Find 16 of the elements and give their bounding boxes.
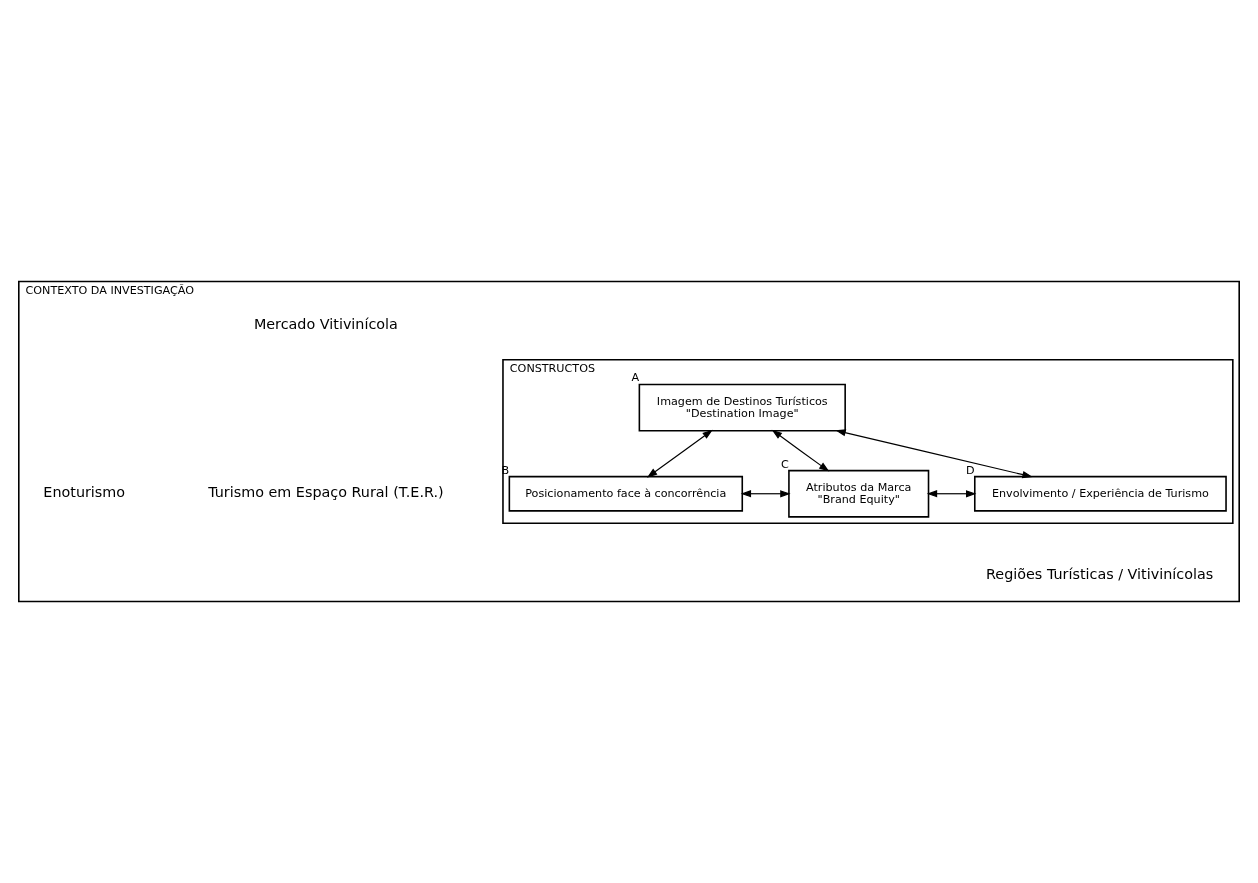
node-box: Posicionamento face à concorrência [508, 475, 744, 512]
arrow [835, 429, 1033, 479]
label: Turismo em Espaço Rural (T.E.R.) [208, 484, 444, 501]
node-box: Imagem de Destinos Turísticos "Destination Image" [638, 383, 846, 432]
arrow [740, 490, 791, 498]
node-label: C [781, 457, 789, 471]
label: Enoturismo [43, 484, 126, 501]
node-box: Envolvimento / Experiência de Turismo [974, 475, 1227, 512]
arrow [926, 490, 977, 498]
node-box: Atributos da Marca "Brand Equity" [788, 469, 930, 518]
label: Mercado Vitivinícola [253, 315, 398, 332]
label: Regiões Turísticas / Vitivinícolas [986, 566, 1214, 583]
node-label: A [631, 371, 640, 385]
node-label: D [966, 463, 975, 477]
arrow [771, 429, 830, 472]
arrow [646, 429, 713, 478]
